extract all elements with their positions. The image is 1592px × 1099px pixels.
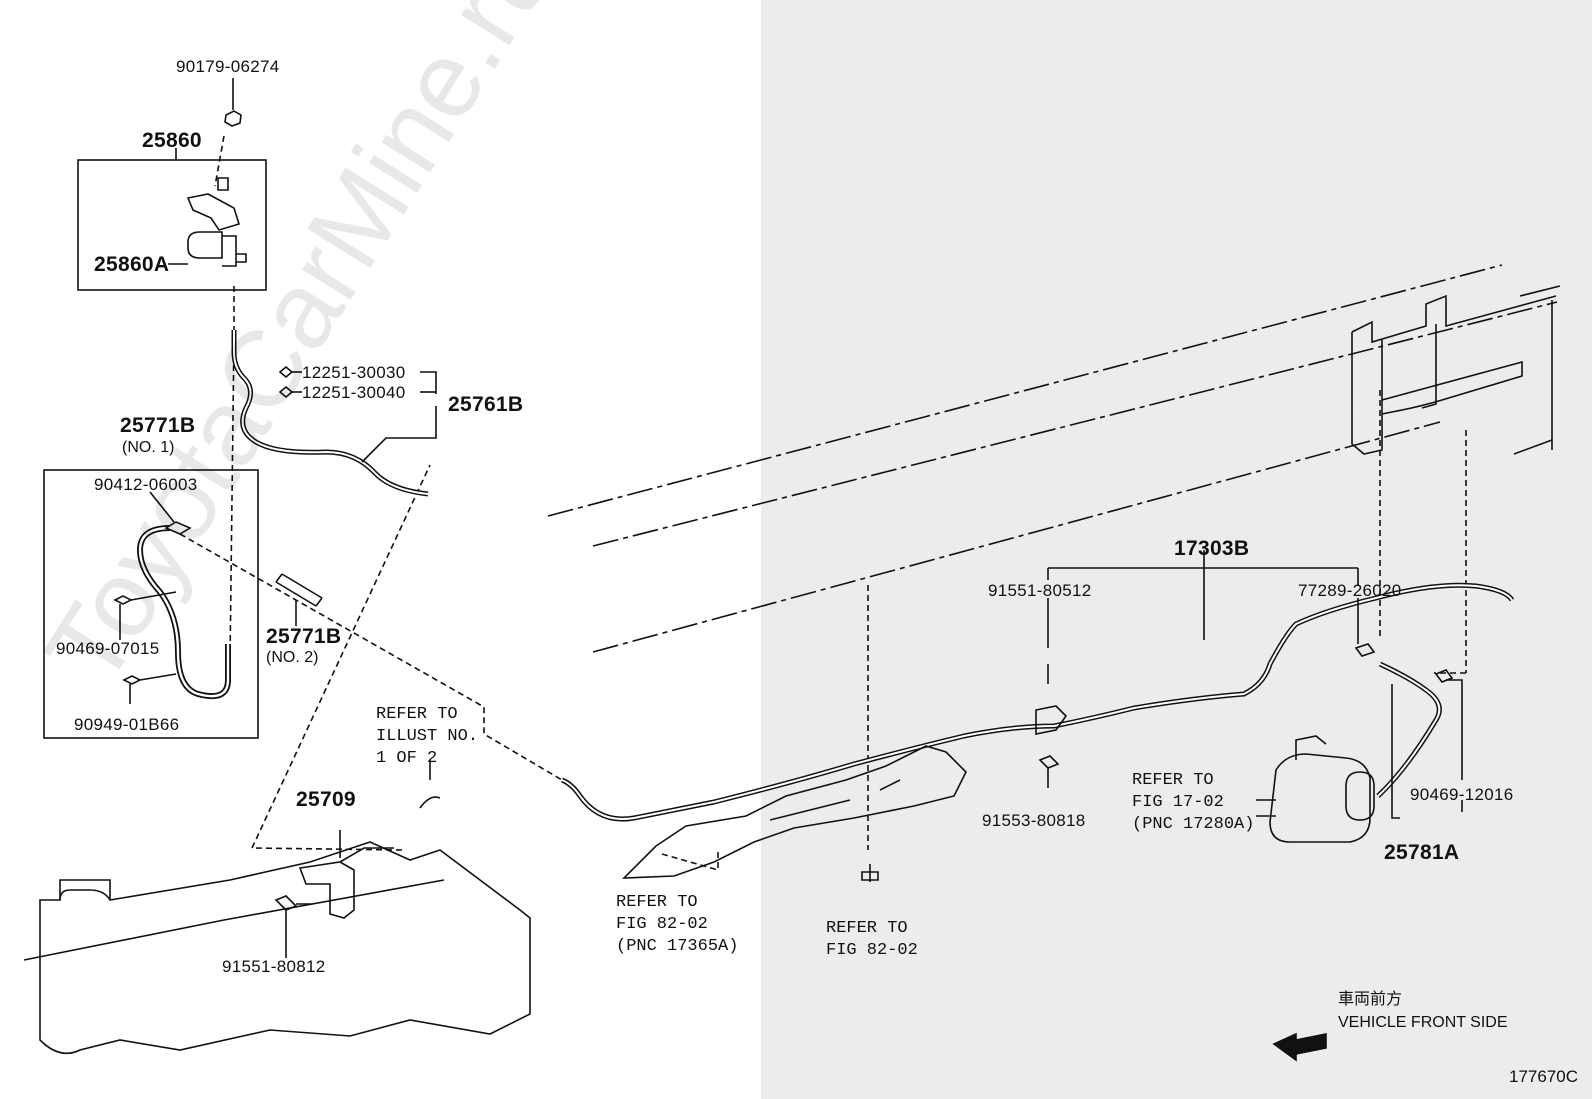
ref-line: REFER TO — [826, 919, 908, 938]
chassis-frame — [1351, 285, 1561, 455]
ref-line: FIG 82-02 — [826, 941, 918, 960]
part-label-25709: 25709 — [296, 788, 356, 811]
part-label-25761b: 25761B — [448, 393, 524, 416]
canister — [1256, 735, 1375, 843]
background-shade-panel — [761, 0, 1592, 1099]
part-label-12251-30040: 12251-30040 — [302, 383, 406, 402]
ref-line: REFER TO — [1132, 771, 1214, 790]
part-note-no1: (NO. 1) — [122, 439, 175, 456]
part-label-12251-30030: 12251-30030 — [302, 363, 406, 382]
part-label-25860a: 25860A — [94, 253, 170, 276]
reference-fig17-note: REFER TO FIG 17-02 (PNC 17280A) — [1132, 770, 1254, 836]
ref-line: FIG 82-02 — [616, 915, 708, 934]
engine-block — [39, 841, 531, 1055]
part-label-91551-80812: 91551-80812 — [222, 957, 326, 976]
part-label-25781a: 25781A — [1384, 841, 1460, 864]
bracket-25860 — [186, 193, 241, 231]
group-box-25771b-no1 — [43, 469, 259, 739]
nut-90179-06274 — [224, 110, 242, 127]
ref-line: ILLUST NO. — [376, 727, 479, 746]
part-label-25771b-no2: 25771B — [266, 625, 342, 648]
hose-25771b-no2 — [275, 573, 323, 607]
reference-illust-note: REFER TO ILLUST NO. 1 OF 2 — [376, 704, 478, 770]
part-label-25771b-no1: 25771B — [120, 414, 196, 437]
front-note-japanese: 車両前方 — [1338, 991, 1403, 1008]
part-label-90469-07015: 90469-07015 — [56, 639, 160, 658]
cross-member — [621, 745, 967, 879]
part-label-90469-12016: 90469-12016 — [1410, 785, 1514, 804]
reference-fig82-pnc-note: REFER TO FIG 82-02 (PNC 17365A) — [616, 892, 738, 958]
frame-rail-2 — [592, 301, 1558, 547]
part-note-no2: (NO. 2) — [266, 649, 319, 666]
part-label-91551-80512: 91551-80512 — [988, 581, 1092, 600]
bracket-25709 — [298, 847, 394, 919]
ref-line: REFER TO — [376, 705, 458, 724]
vsv-25860a — [187, 231, 247, 267]
part-label-25860: 25860 — [142, 129, 202, 152]
ref-line: FIG 17-02 — [1132, 793, 1224, 812]
arrow-left-icon — [1272, 1032, 1327, 1062]
ref-line: (PNC 17365A) — [616, 937, 739, 956]
frame-rail-3 — [592, 421, 1441, 653]
part-label-17303b: 17303B — [1174, 537, 1250, 560]
part-label-90179-06274: 90179-06274 — [176, 57, 280, 76]
reference-fig82-note: REFER TO FIG 82-02 — [826, 918, 918, 962]
vehicle-front-note: 車両前方 VEHICLE FRONT SIDE — [1338, 988, 1508, 1034]
front-note-english: VEHICLE FRONT SIDE — [1338, 1014, 1508, 1031]
ref-line: (PNC 17280A) — [1132, 815, 1255, 834]
ref-line: REFER TO — [616, 893, 698, 912]
part-label-77289-26020: 77289-26020 — [1298, 581, 1402, 600]
frame-rail-1 — [547, 264, 1503, 517]
figure-code: 177670C — [1508, 1067, 1578, 1086]
part-label-91553-80818: 91553-80818 — [982, 811, 1086, 830]
group-box-25860 — [77, 159, 267, 291]
part-label-90949-01b66: 90949-01B66 — [74, 715, 180, 734]
part-label-90412-06003: 90412-06003 — [94, 475, 198, 494]
ref-line: 1 OF 2 — [376, 749, 438, 768]
